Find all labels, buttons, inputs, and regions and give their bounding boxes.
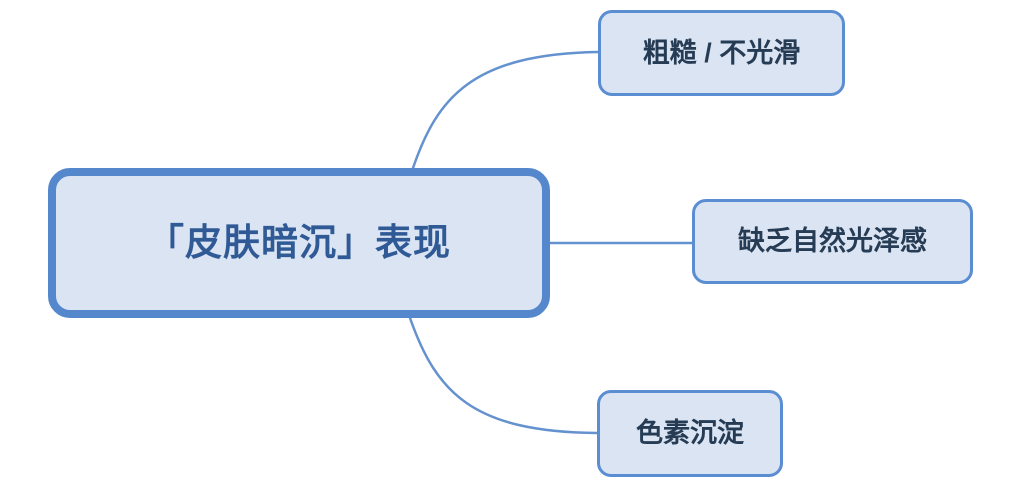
connector-root-to-bottom <box>408 316 599 435</box>
child-node-luster[interactable]: 缺乏自然光泽感 <box>692 199 973 284</box>
child-node-label: 缺乏自然光泽感 <box>738 226 927 257</box>
root-node-label: 「皮肤暗沉」表现 <box>147 221 451 263</box>
connector-root-to-top <box>411 50 600 170</box>
child-node-label: 色素沉淀 <box>636 418 744 449</box>
root-node[interactable]: 「皮肤暗沉」表现 <box>48 168 550 318</box>
child-node-label: 粗糙 / 不光滑 <box>642 37 801 68</box>
child-node-rough[interactable]: 粗糙 / 不光滑 <box>598 10 845 96</box>
child-node-pigment[interactable]: 色素沉淀 <box>597 390 783 477</box>
